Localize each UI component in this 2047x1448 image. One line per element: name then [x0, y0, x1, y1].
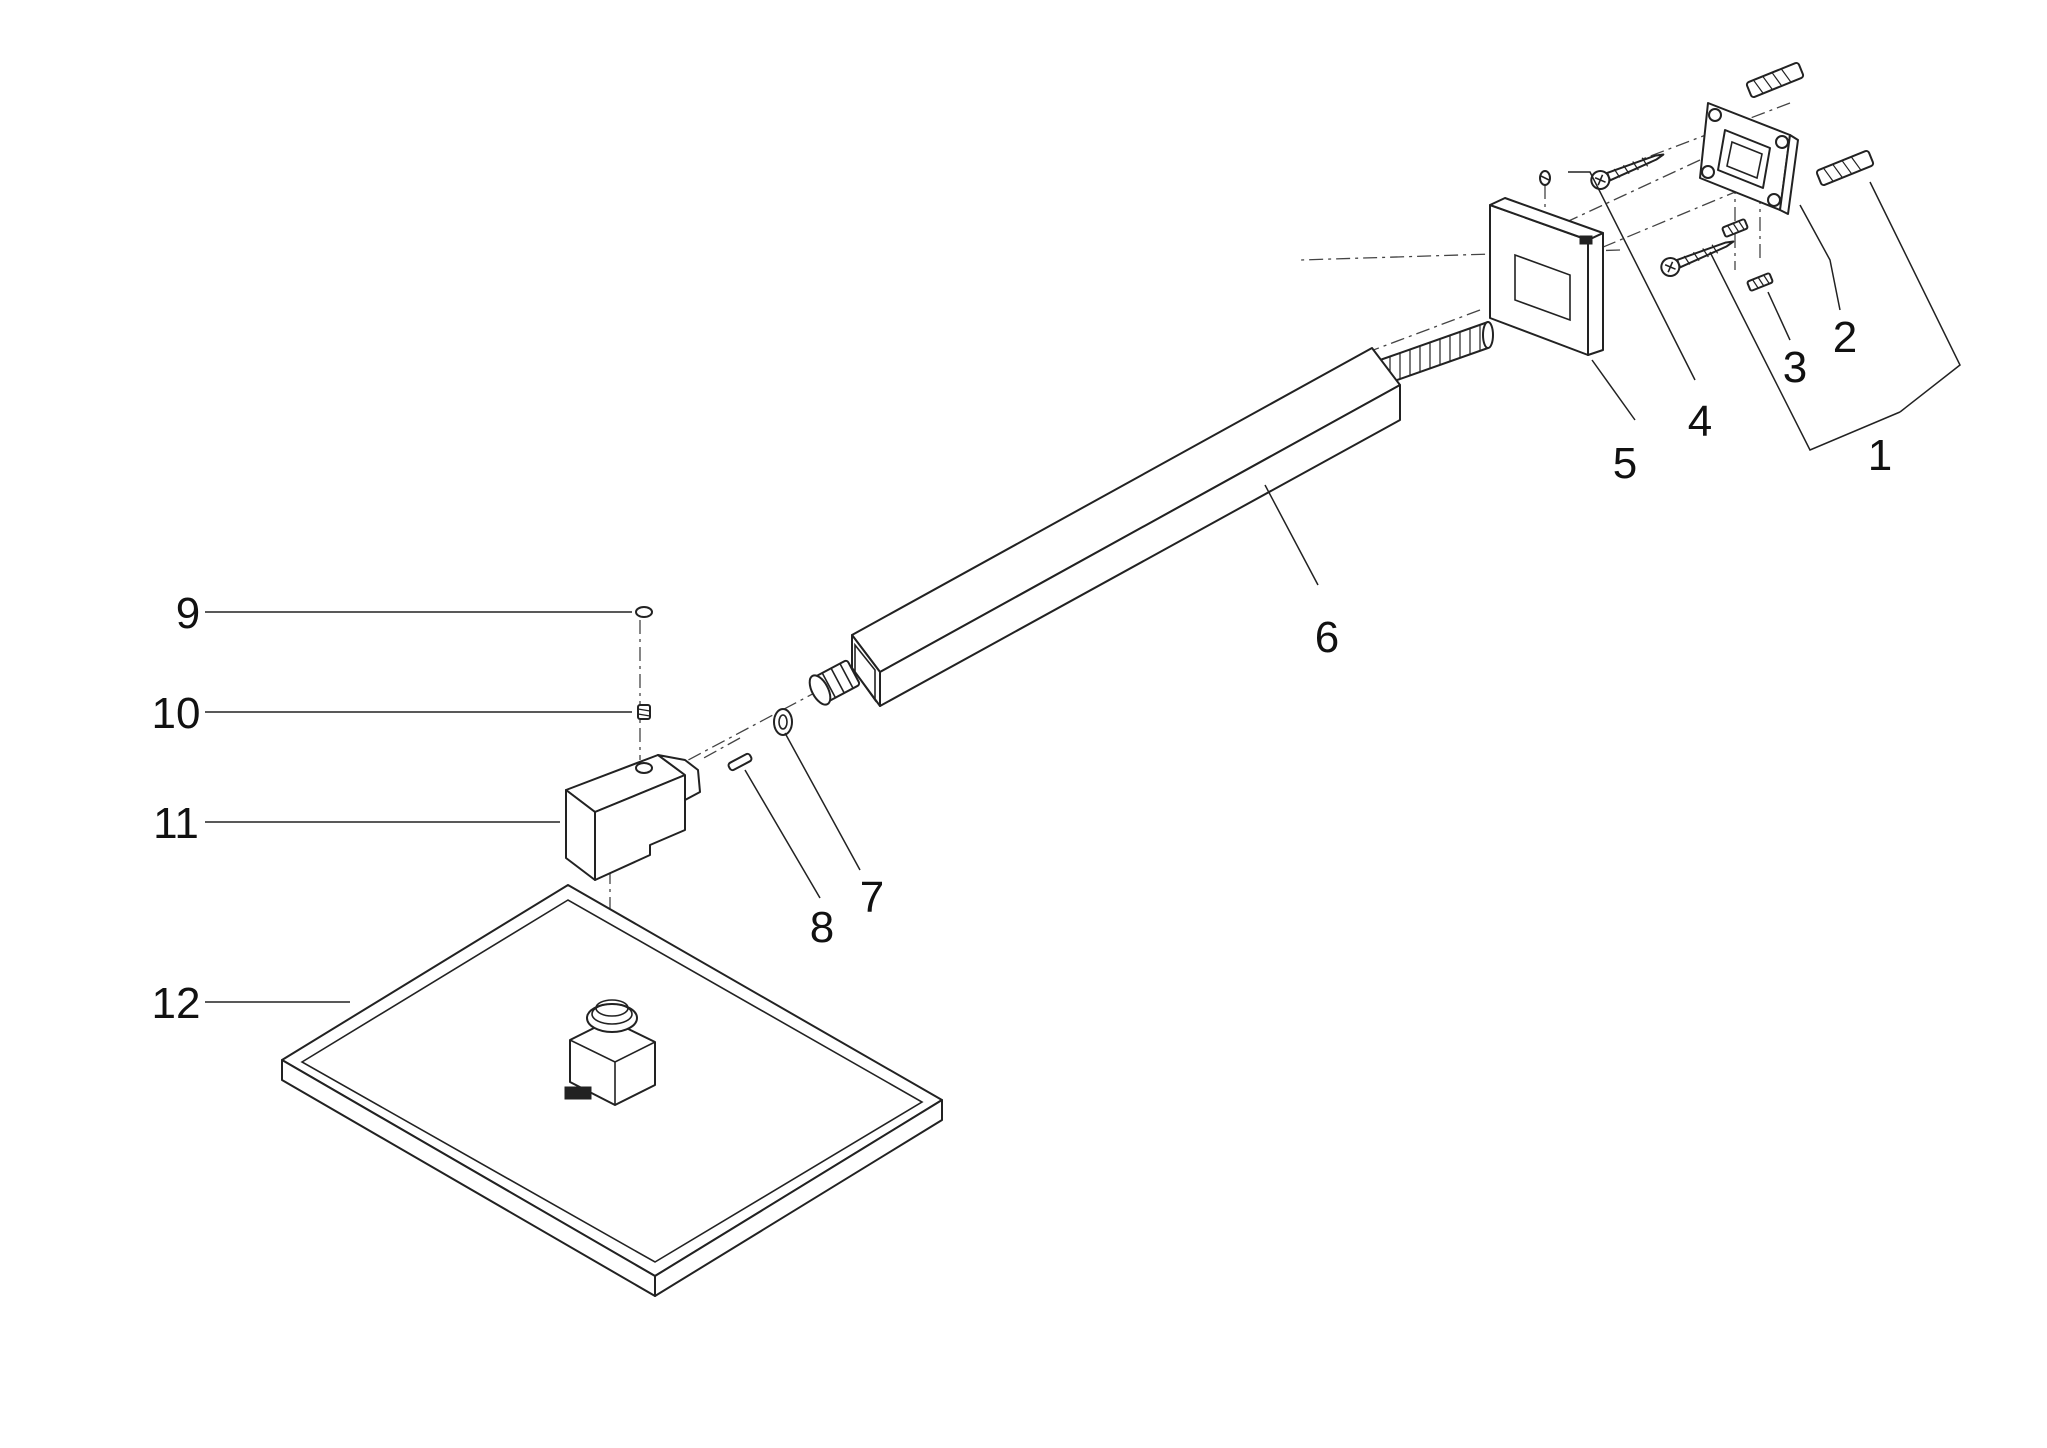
callout-10: 10: [152, 689, 201, 738]
part-8-pin: [727, 752, 753, 772]
leader-lines: [205, 171, 1961, 1003]
callout-11: 11: [153, 799, 199, 848]
part-4-grub-screw: [1539, 170, 1551, 186]
callout-12: 12: [152, 979, 201, 1028]
part-7-o-ring: [773, 708, 793, 736]
callout-labels: 1 2 3 4 5 6 7 8 9 10 11 12: [152, 313, 1893, 1028]
callout-5: 5: [1613, 439, 1637, 488]
part-12-shower-head: [281, 884, 943, 1297]
assembly-axes: [609, 102, 1791, 1000]
part-10-grub-screw: [637, 704, 651, 720]
callout-2: 2: [1833, 313, 1857, 362]
part-9-cover-cap: [635, 606, 653, 618]
callout-9: 9: [176, 589, 200, 638]
part-5-wall-rosette: [1489, 197, 1604, 356]
part-1-wall-anchors: [1590, 61, 1875, 277]
callout-1: 1: [1868, 431, 1892, 480]
part-2-mounting-plate: [1699, 102, 1799, 215]
part-6-shower-arm: [808, 321, 1494, 707]
callout-8: 8: [810, 903, 834, 952]
part-3-set-screws: [1721, 218, 1774, 292]
callout-7: 7: [860, 873, 884, 922]
callout-4: 4: [1688, 397, 1712, 446]
callout-6: 6: [1315, 613, 1339, 662]
part-11-elbow-connector: [565, 754, 701, 881]
callout-3: 3: [1783, 343, 1807, 392]
